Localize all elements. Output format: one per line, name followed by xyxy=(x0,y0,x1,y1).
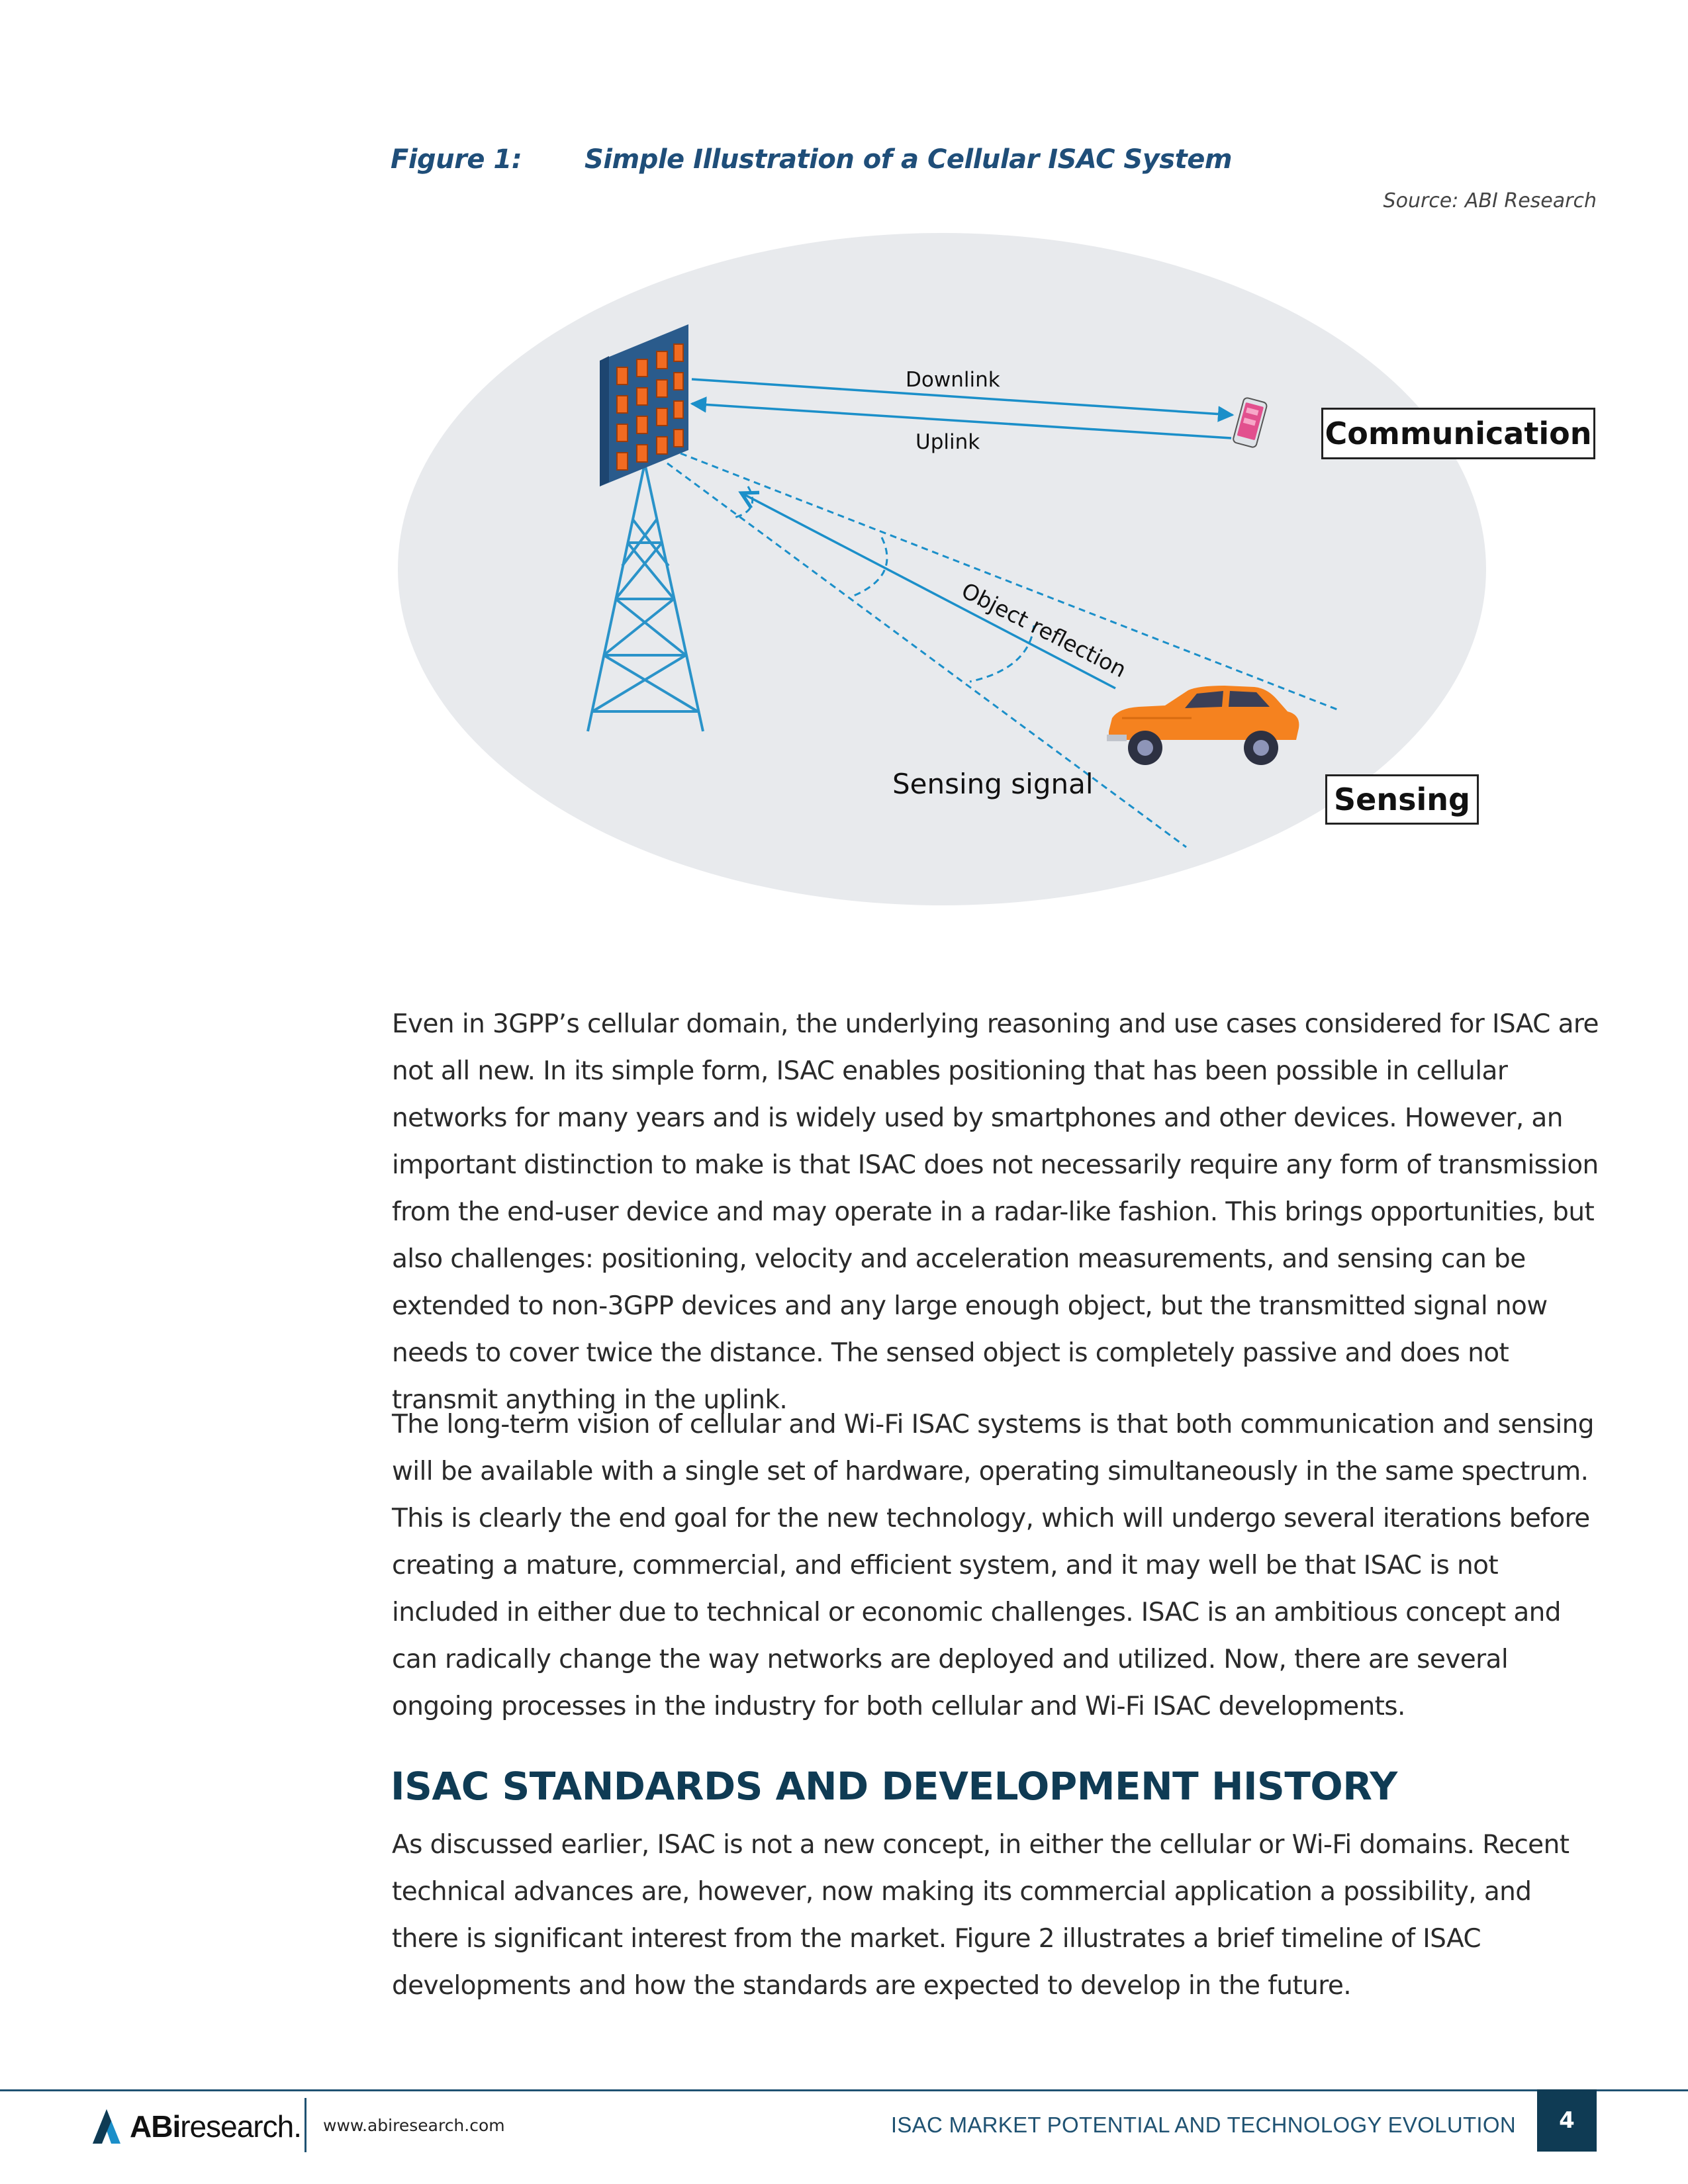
figure-number: Figure 1: xyxy=(391,144,522,175)
smartphone-icon xyxy=(1233,397,1268,448)
downlink-arrow xyxy=(691,378,1235,422)
sensing-label: Sensing xyxy=(1325,774,1479,825)
footer-url-link[interactable]: www.abiresearch.com xyxy=(323,2116,505,2135)
footer-divider xyxy=(305,2098,306,2152)
sensing-signal-label: Sensing signal xyxy=(892,768,1094,800)
coverage-ellipse xyxy=(398,233,1486,905)
downlink-label: Downlink xyxy=(906,368,1000,392)
logo-wordmark: ABiresearch. xyxy=(130,2109,302,2144)
body-paragraph-2: The long-term vision of cellular and Wi-… xyxy=(392,1410,1595,1721)
communication-label: Communication xyxy=(1321,408,1595,459)
car-icon xyxy=(1107,686,1299,765)
figure-title: Simple Illustration of a Cellular ISAC S… xyxy=(585,144,1233,175)
footer-logo[interactable]: ABiresearch. xyxy=(91,2103,302,2150)
footer-rule xyxy=(0,2089,1688,2091)
abi-logo-icon xyxy=(93,2109,120,2144)
antenna-panel-icon xyxy=(600,324,688,486)
uplink-label: Uplink xyxy=(915,430,980,454)
section-heading: ISAC STANDARDS AND DEVELOPMENT HISTORY xyxy=(391,1764,1397,1809)
footer-report-title: ISAC MARKET POTENTIAL AND TECHNOLOGY EVO… xyxy=(890,2113,1516,2137)
section-paragraph: As discussed earlier, ISAC is not a new … xyxy=(392,1830,1570,2001)
object-reflection-arrow xyxy=(741,493,1116,690)
body-paragraph-1: Even in 3GPP’s cellular domain, the unde… xyxy=(392,1009,1599,1415)
isac-diagram: Object reflection xyxy=(398,233,1486,905)
uplink-arrow xyxy=(690,396,1232,439)
figure-source: Source: ABI Research xyxy=(1383,189,1597,212)
page-number: 4 xyxy=(1537,2089,1597,2152)
tower-icon xyxy=(586,463,704,732)
sensing-beams xyxy=(667,452,1338,848)
